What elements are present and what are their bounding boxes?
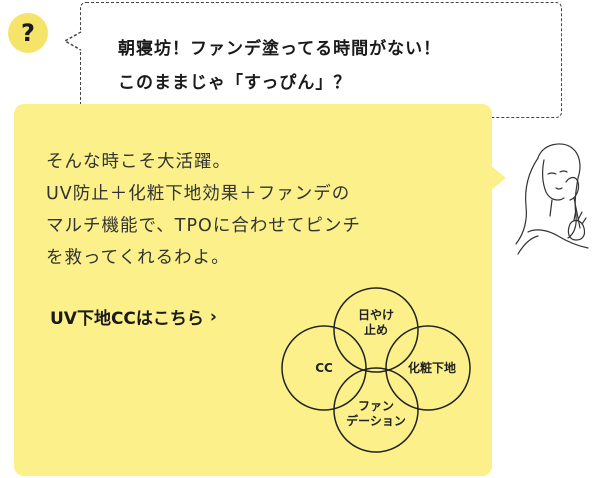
question-text: 朝寝坊！ファンデ塗ってる時間がない！ このままじゃ「すっぴん」？ (118, 32, 558, 100)
question-bubble (80, 2, 562, 118)
venn-label-top-line1: 日やけ (357, 308, 394, 322)
bubble-tail-icon (63, 31, 83, 51)
chevron-right-icon: › (209, 306, 217, 327)
answer-text: そんな時こそ大活躍。 UV防止＋化粧下地効果＋ファンデの マルチ機能で、TPOに… (46, 146, 486, 274)
venn-circle-bottom (333, 367, 419, 453)
answer-tail-icon (490, 165, 506, 191)
venn-label-top: 日やけ 止め (351, 308, 401, 338)
venn-circle-left (281, 325, 367, 411)
answer-panel (14, 104, 492, 476)
venn-label-top-line2: 止め (363, 323, 388, 337)
venn-label-bottom-line1: ファン (357, 399, 394, 413)
question-badge: ? (8, 13, 48, 53)
question-mark: ? (21, 19, 35, 47)
venn-circle-top (333, 287, 419, 373)
woman-applying-cream-illustration (515, 143, 589, 255)
answer-line-4: を救ってくれるわよ。 (46, 248, 230, 268)
uv-cc-link[interactable]: UV下地CCはこちら › (50, 304, 217, 330)
answer-line-2: UV防止＋化粧下地効果＋ファンデの (46, 184, 351, 204)
question-line-2: このままじゃ「すっぴん」？ (118, 73, 352, 93)
answer-line-1: そんな時こそ大活躍。 (46, 152, 231, 172)
venn-label-right: 化粧下地 (407, 361, 456, 375)
venn-circle-right (385, 325, 471, 411)
uv-cc-link-label: UV下地CCはこちら (50, 309, 204, 329)
venn-label-left: CC (315, 361, 333, 375)
venn-label-bottom: ファン デーション (338, 399, 414, 429)
venn-label-bottom-line2: デーション (346, 414, 406, 428)
question-line-1: 朝寝坊！ファンデ塗ってる時間がない！ (118, 39, 442, 59)
answer-line-3: マルチ機能で、TPOに合わせてピンチ (46, 216, 361, 236)
venn-diagram (281, 287, 471, 453)
